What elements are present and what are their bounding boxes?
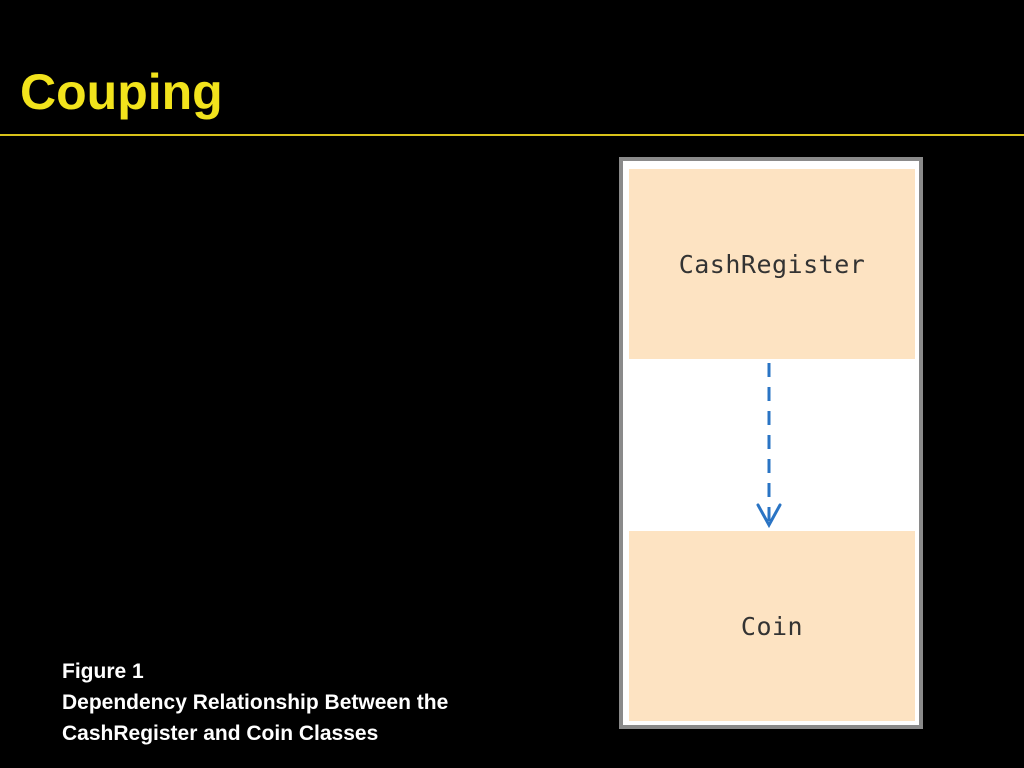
title-underline-rule <box>0 134 1024 136</box>
figure-caption-line-1: Dependency Relationship Between the <box>62 691 449 714</box>
figure-caption-label: Figure 1 <box>62 660 144 683</box>
dependency-arrow <box>756 363 782 529</box>
class-name-coin: Coin <box>740 611 804 641</box>
uml-diagram-figure: CashRegister Coin <box>619 157 923 729</box>
figure-caption-line-2: CashRegister and Coin Classes <box>62 722 379 745</box>
class-box-coin: Coin <box>629 531 915 721</box>
dependency-arrow-head <box>756 503 782 529</box>
class-name-cashregister: CashRegister <box>678 249 866 279</box>
class-box-cashregister: CashRegister <box>629 169 915 359</box>
slide-title: Couping <box>20 64 223 120</box>
figure-caption: Figure 1 Dependency Relationship Between… <box>62 656 448 749</box>
